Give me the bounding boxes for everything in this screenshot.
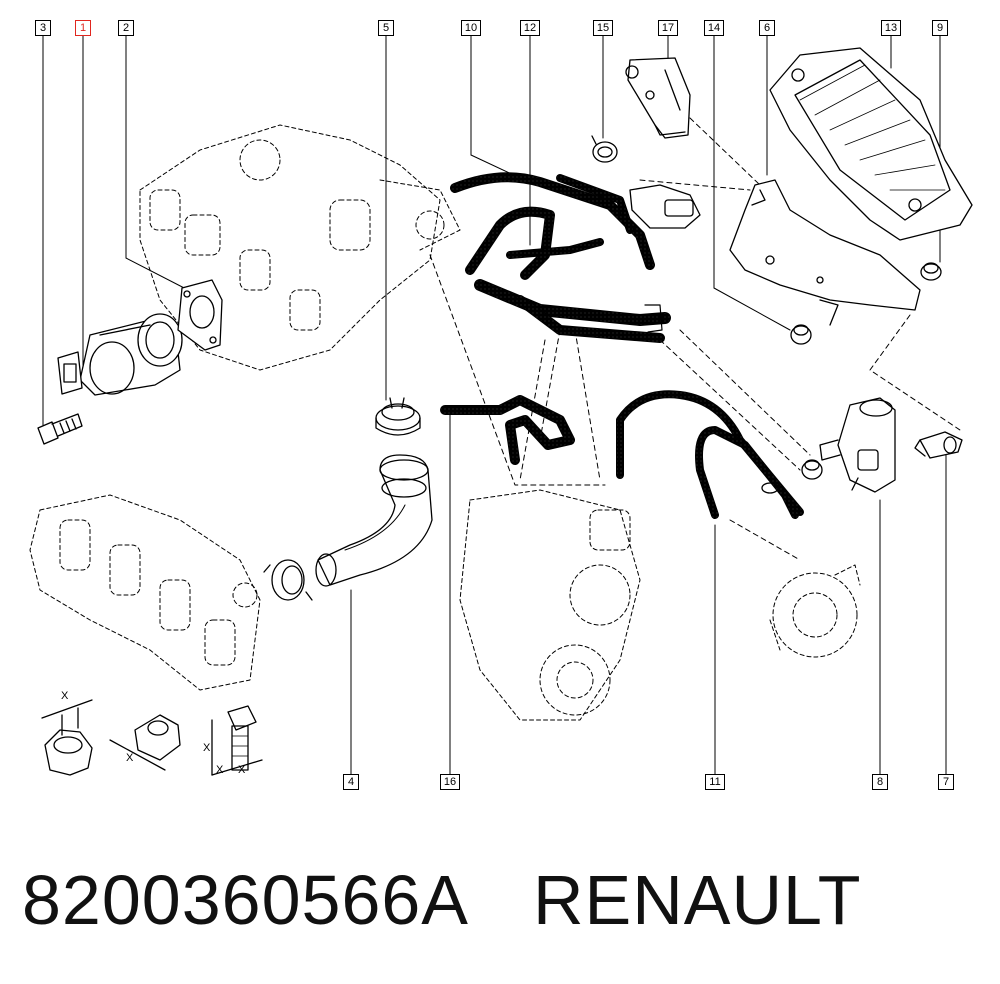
egr-valve bbox=[57, 313, 183, 396]
air-duct-4 bbox=[315, 454, 433, 587]
callout-17[interactable]: 17 bbox=[658, 20, 678, 36]
callout-12[interactable]: 12 bbox=[520, 20, 540, 36]
torque-mark-x: X bbox=[126, 752, 134, 764]
heat-shield-bracket-6 bbox=[729, 179, 921, 326]
hose-clamp-5 bbox=[375, 397, 421, 436]
solenoid-valve-8 bbox=[819, 397, 896, 493]
callout-1[interactable]: 1 bbox=[75, 20, 91, 36]
cylinder-head-outline bbox=[139, 124, 461, 371]
torque-symbol-nut bbox=[41, 699, 93, 776]
torque-symbol-bolt bbox=[211, 705, 263, 776]
torque-mark-x: X bbox=[238, 764, 246, 776]
hose-clamp-15 bbox=[591, 135, 618, 163]
callout-6[interactable]: 6 bbox=[759, 20, 775, 36]
callout-3[interactable]: 3 bbox=[35, 20, 51, 36]
pressure-sensor-7 bbox=[914, 431, 963, 459]
nut-9 bbox=[920, 262, 942, 281]
bracket-17 bbox=[625, 57, 691, 139]
callout-5[interactable]: 5 bbox=[378, 20, 394, 36]
leader-lines bbox=[42, 35, 947, 776]
vacuum-hose-11 bbox=[616, 390, 804, 519]
turbocharger-outline bbox=[459, 489, 641, 721]
callout-14[interactable]: 14 bbox=[704, 20, 724, 36]
exhaust-manifold-outline bbox=[29, 494, 261, 691]
callout-8[interactable]: 8 bbox=[872, 774, 888, 790]
callout-4[interactable]: 4 bbox=[343, 774, 359, 790]
part-number: 8200360566A bbox=[22, 861, 469, 939]
connector-block bbox=[629, 184, 701, 229]
callout-16[interactable]: 16 bbox=[440, 774, 460, 790]
callout-10[interactable]: 10 bbox=[461, 20, 481, 36]
torque-mark-x: X bbox=[61, 690, 69, 702]
parts-diagram bbox=[29, 35, 973, 776]
pipe-16 bbox=[440, 395, 575, 465]
dashed-lines bbox=[429, 117, 961, 561]
callout-11[interactable]: 11 bbox=[705, 774, 725, 790]
nut-14 bbox=[790, 324, 812, 345]
callout-15[interactable]: 15 bbox=[593, 20, 613, 36]
callout-7[interactable]: 7 bbox=[938, 774, 954, 790]
callout-13[interactable]: 13 bbox=[881, 20, 901, 36]
torque-symbol-clamp bbox=[109, 714, 181, 771]
hose-clamp-4b bbox=[263, 559, 313, 601]
torque-mark-x: X bbox=[216, 764, 224, 776]
torque-mark-x: X bbox=[203, 742, 211, 754]
callout-9[interactable]: 9 bbox=[932, 20, 948, 36]
egr-cooler-13 bbox=[769, 47, 973, 241]
nut-near-valve bbox=[801, 459, 823, 480]
vacuum-pump-outline bbox=[769, 564, 861, 658]
callout-2[interactable]: 2 bbox=[118, 20, 134, 36]
coolant-hoses bbox=[450, 172, 671, 343]
egr-gasket bbox=[177, 279, 223, 351]
brand-name: RENAULT bbox=[533, 861, 862, 939]
egr-bolt bbox=[37, 413, 83, 445]
caption: 8200360566A RENAULT bbox=[22, 860, 862, 940]
